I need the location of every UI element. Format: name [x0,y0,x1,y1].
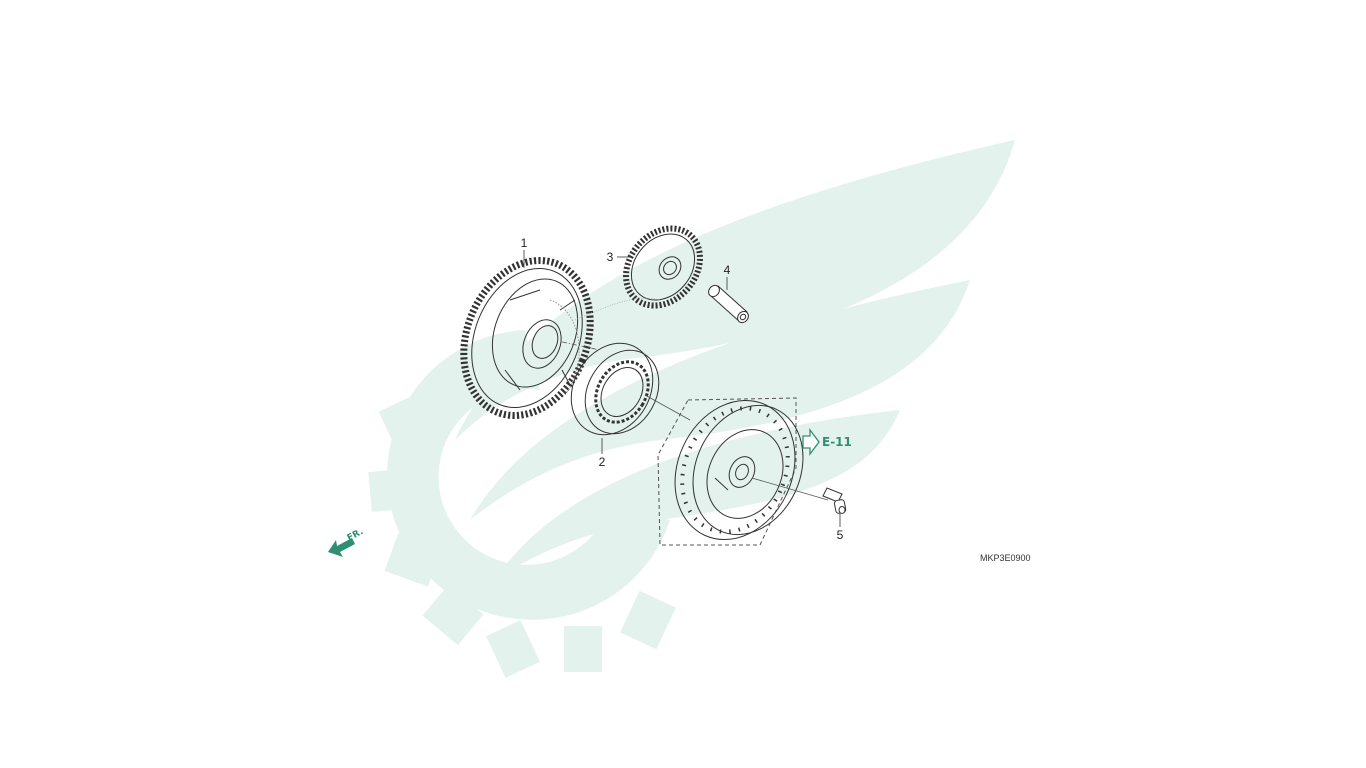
flywheel-assembly [657,397,804,546]
watermark-wing [455,140,1015,580]
starter-driven-gear [460,256,594,420]
assembly-lines [561,297,829,501]
callout-2: 2 [599,455,606,469]
front-label: FR. [346,527,365,544]
reference-arrow-icon [802,428,820,456]
callout-3: 3 [607,250,614,264]
one-way-clutch [570,342,660,436]
callout-5: 5 [837,528,844,542]
drawing-code: MKP3E0900 [980,553,1031,563]
watermark-gear [368,330,676,678]
flywheel-bolt [822,487,847,514]
front-arrow-icon [328,538,355,557]
idle-gear-shaft [708,284,749,324]
leader-lines [523,250,841,527]
callout-4: 4 [724,263,731,277]
starter-idle-gear [623,225,703,309]
callout-1: 1 [521,236,528,250]
front-direction-indicator: FR. [328,527,365,557]
reference-link[interactable]: E-11 [802,428,852,456]
watermark-logo [368,140,1015,678]
reference-label: E-11 [822,435,852,449]
